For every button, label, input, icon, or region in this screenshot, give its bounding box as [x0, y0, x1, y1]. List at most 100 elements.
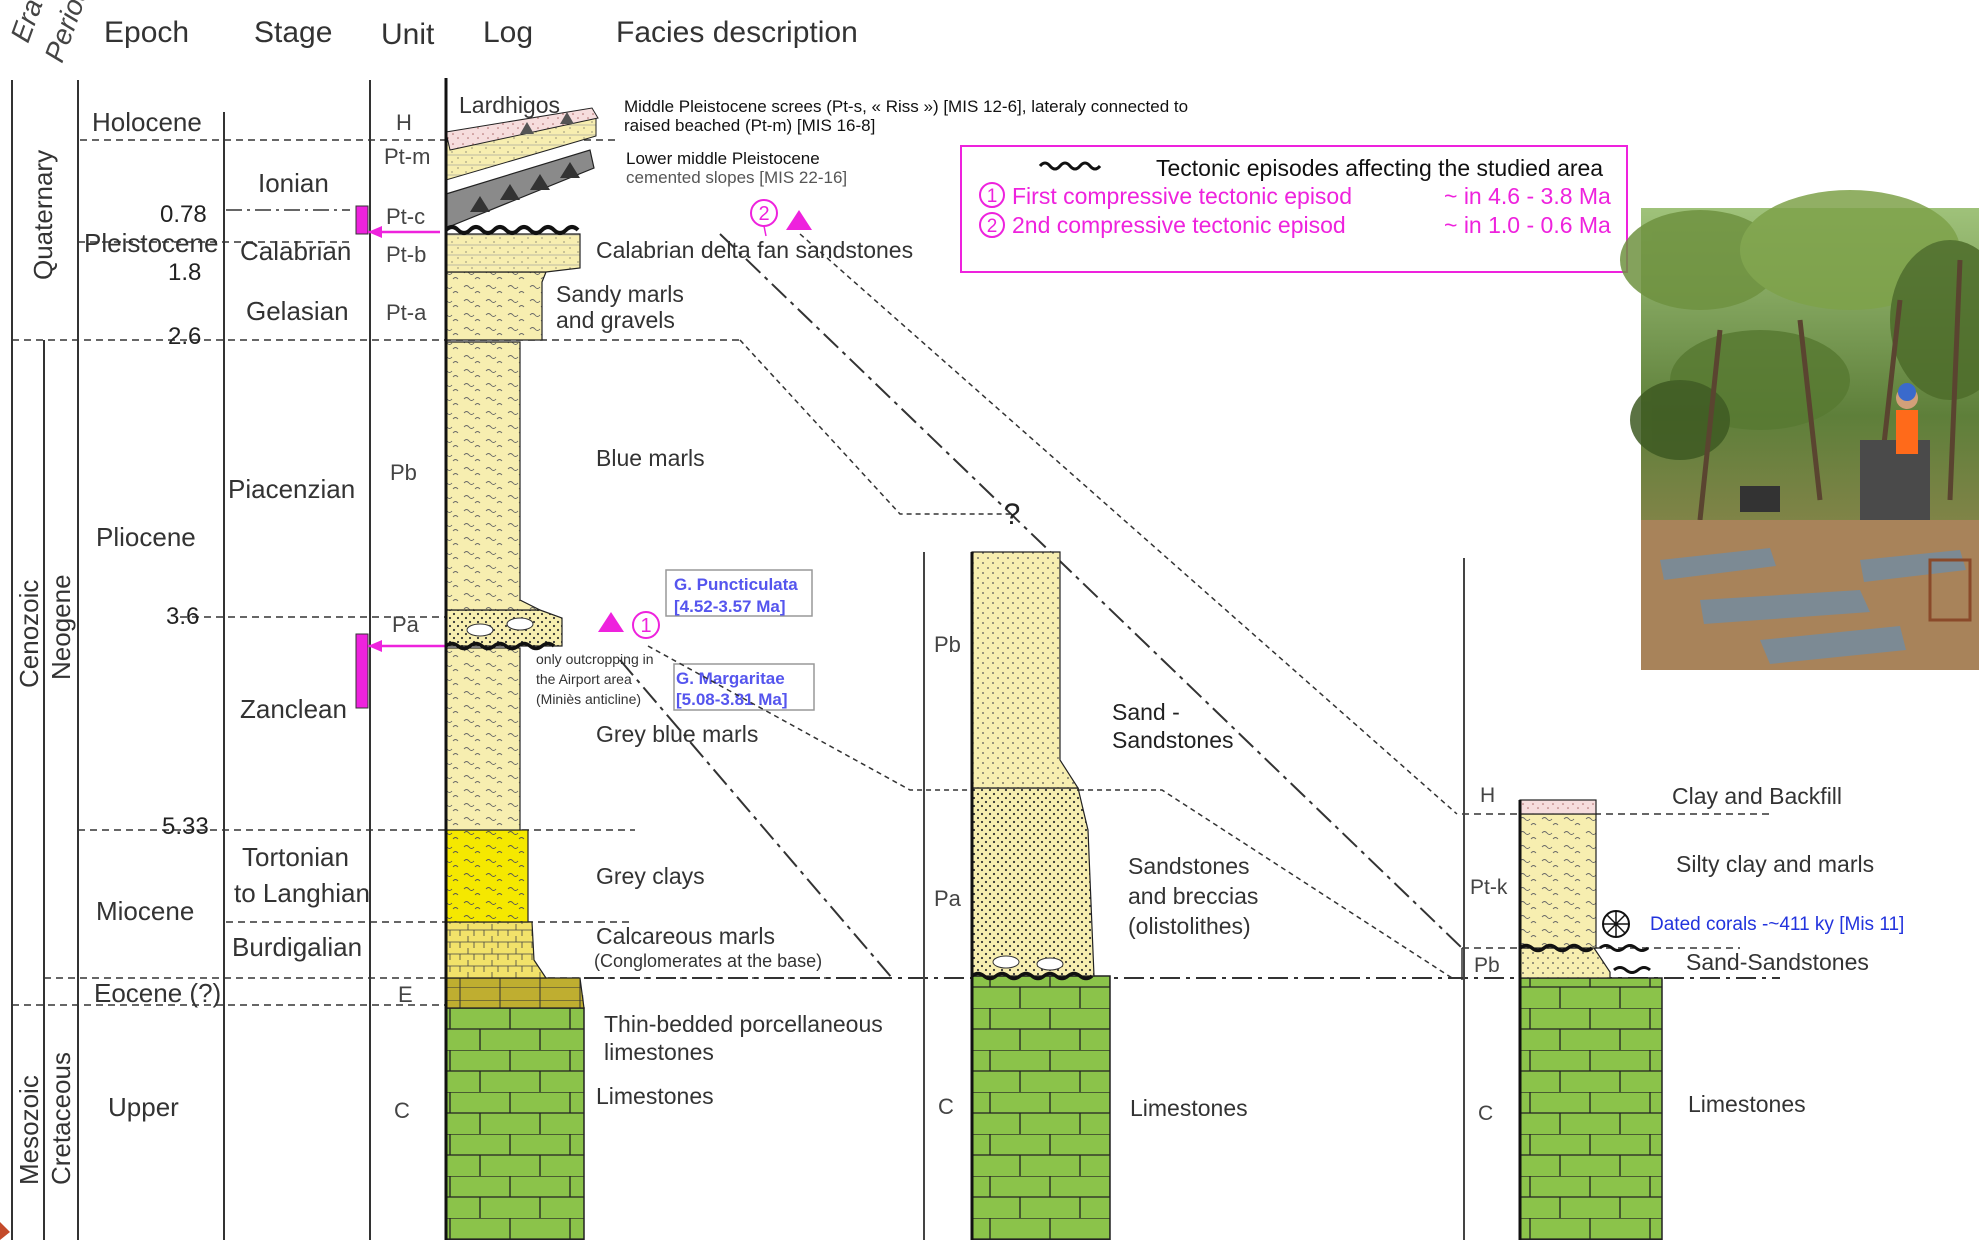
epoch-pliocene: Pliocene [96, 522, 196, 552]
field-photo [1620, 190, 1979, 670]
header-period: Period [39, 0, 96, 66]
legend-ep2-label: 2nd compressive tectonic episod [1012, 212, 1346, 238]
facies-porcellaneous-2: limestones [604, 1039, 714, 1065]
column2-breccias-2: and breccias [1128, 883, 1258, 909]
facies-calc-marls-note: (Conglomerates at the base) [594, 951, 822, 971]
facies-airport-3: (Miniès anticline) [536, 691, 641, 707]
tectonic-marker-1: 1 [598, 611, 660, 639]
label-cretaceous: Cretaceous [46, 1052, 76, 1185]
unit-pt-a: Pt-a [386, 300, 427, 325]
unit-h: H [396, 110, 412, 135]
epoch-eocene: Eocene (?) [94, 978, 221, 1008]
facies-airport-1: only outcropping in [536, 651, 654, 667]
log-column-3: H Pt-k Pb C Clay and Backfill Silty clay… [1463, 558, 1904, 1241]
facies-blue-marls: Blue marls [596, 445, 705, 471]
label-cenozoic: Cenozoic [14, 580, 44, 688]
header-era: Era [5, 0, 49, 46]
epoch-upper: Upper [108, 1092, 179, 1122]
log-column-2: Pb Pa C Sand - Sandstones Sandstones and… [923, 551, 1258, 1241]
age-5-33: 5.33 [162, 813, 209, 840]
facies-sandy-marls-2: and gravels [556, 307, 675, 333]
legend-ep1-label: First compressive tectonic episod [1012, 183, 1352, 209]
column2-sand-2: Sandstones [1112, 727, 1233, 753]
column2-unit-pb: Pb [934, 632, 961, 657]
column3-clay-backfill: Clay and Backfill [1672, 783, 1842, 809]
header-log: Log [483, 16, 533, 49]
column3-dated-corals: Dated corals -~411 ky [Mis 11] [1650, 914, 1904, 935]
coral-icon [1602, 910, 1630, 938]
stage-tortonian-1: Tortonian [242, 842, 349, 872]
unit-e: E [398, 982, 413, 1007]
unit-pt-b: Pt-b [386, 242, 426, 267]
column3-unit-pb: Pb [1474, 954, 1500, 977]
facies-calc-marls: Calcareous marls [596, 923, 775, 949]
marker-two-label: 2 [758, 203, 769, 225]
facies-limestones: Limestones [596, 1083, 714, 1109]
facies-sandy-marls-1: Sandy marls [556, 281, 684, 307]
epoch-pleistocene: Pleistocene [84, 228, 218, 258]
label-mesozoic: Mesozoic [14, 1075, 44, 1185]
column2-breccias-1: Sandstones [1128, 853, 1249, 879]
column3-unit-h: H [1480, 784, 1495, 807]
stage-tortonian-2: to Langhian [234, 878, 370, 908]
epoch-miocene: Miocene [96, 896, 194, 926]
stage-gelasian: Gelasian [246, 296, 349, 326]
column3-limestones: Limestones [1688, 1091, 1806, 1117]
stage-ionian: Ionian [258, 168, 329, 198]
column3-unit-pt-k: Pt-k [1470, 876, 1508, 899]
label-neogene: Neogene [46, 574, 76, 680]
legend-ep1-num: 1 [987, 186, 998, 207]
age-3-6: 3.6 [166, 603, 199, 630]
unit-pt-c: Pt-c [386, 204, 425, 229]
table-grid [11, 80, 371, 1240]
header-epoch: Epoch [104, 16, 189, 49]
facies-slopes-1: Lower middle Pleistocene [626, 149, 820, 168]
tectonic-marker-2: 2 [750, 199, 812, 237]
column2-limestones: Limestones [1130, 1095, 1248, 1121]
stage-piacenzian: Piacenzian [228, 474, 355, 504]
legend-title: Tectonic episodes affecting the studied … [1156, 155, 1603, 181]
correlation-lines [584, 233, 1780, 980]
facies-calabrian-delta: Calabrian delta fan sandstones [596, 237, 913, 263]
facies-airport-2: the Airport area [536, 671, 632, 687]
unit-pt-m: Pt-m [384, 144, 430, 169]
fossil-puncticulata-name: G. Puncticulata [674, 575, 798, 594]
epoch-holocene: Holocene [92, 107, 202, 137]
tectonic-age-bars [355, 205, 445, 709]
legend-ep2-num: 2 [987, 216, 998, 237]
column2-sand-1: Sand - [1112, 699, 1180, 725]
column2-question: ? [1004, 498, 1021, 531]
facies-grey-blue-marls: Grey blue marls [596, 721, 758, 747]
stage-burdigalian: Burdigalian [232, 932, 362, 962]
stage-calabrian: Calabrian [240, 236, 351, 266]
legend-ep1-age: ~ in 4.6 - 3.8 Ma [1444, 183, 1611, 209]
age-1-8: 1.8 [168, 259, 201, 286]
age-2-6: 2.6 [168, 323, 201, 350]
main-log-column [444, 78, 599, 1241]
facies-grey-clays: Grey clays [596, 863, 705, 889]
wavy-line-icon [1038, 161, 1102, 171]
fossil-margaritae-box: G. Margaritae [5.08-3.81 Ma] [673, 663, 815, 711]
header-facies: Facies description [616, 16, 858, 49]
column2-unit-pa: Pa [934, 886, 962, 911]
fossil-margaritae-name: G. Margaritae [676, 669, 785, 688]
age-0-78: 0.78 [160, 201, 207, 228]
column3-sand-sandstones: Sand-Sandstones [1686, 949, 1869, 975]
column3-silty-clay: Silty clay and marls [1676, 851, 1874, 877]
header-unit: Unit [381, 18, 435, 51]
tectonic-legend: Tectonic episodes affecting the studied … [960, 145, 1628, 273]
unit-pa: Pa [392, 612, 420, 637]
header-stage: Stage [254, 16, 332, 49]
facies-lardhigos: Lardhigos [459, 92, 560, 118]
column2-unit-c: C [938, 1094, 954, 1119]
fossil-margaritae-age: [5.08-3.81 Ma] [676, 690, 788, 709]
facies-screes-2: raised beached (Pt-m) [MIS 16-8] [624, 116, 875, 135]
stage-zanclean: Zanclean [240, 694, 347, 724]
unit-c: C [394, 1098, 410, 1123]
facies-screes-1: Middle Pleistocene screes (Pt-s, « Riss … [624, 97, 1188, 116]
facies-porcellaneous-1: Thin-bedded porcellaneous [604, 1011, 883, 1037]
fossil-puncticulata-age: [4.52-3.57 Ma] [674, 597, 786, 616]
fossil-puncticulata-box: G. Puncticulata [4.52-3.57 Ma] [665, 569, 813, 617]
